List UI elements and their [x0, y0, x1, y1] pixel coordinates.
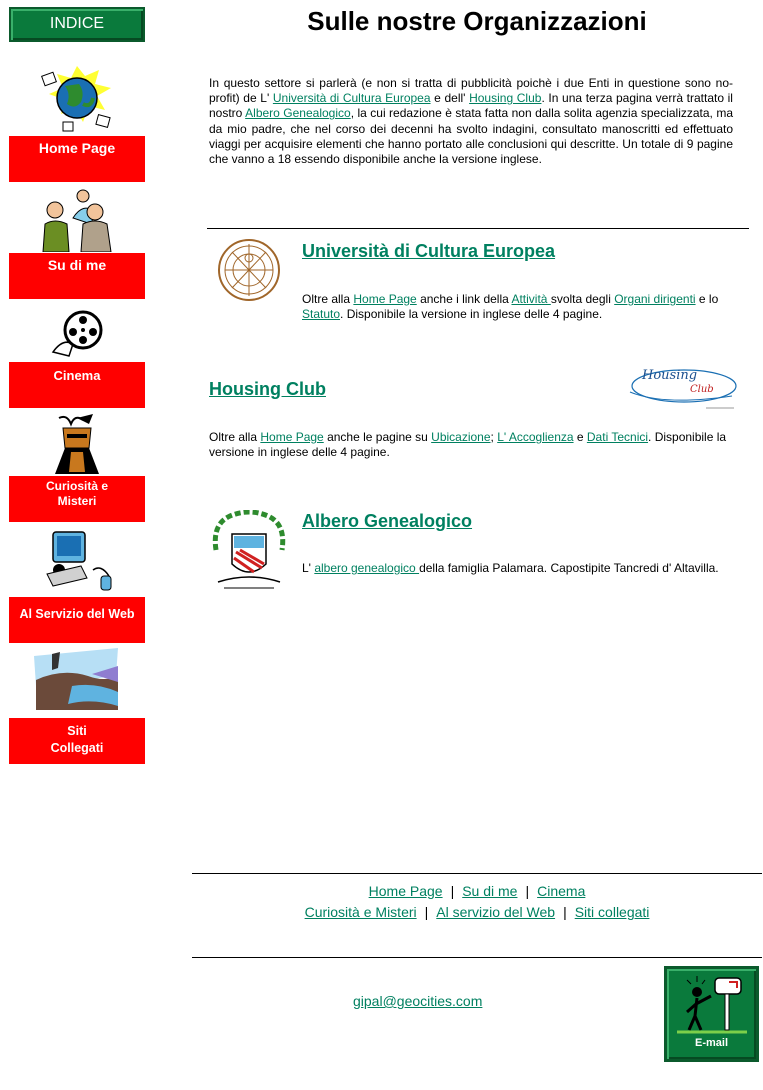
indice-button[interactable]: INDICE — [9, 7, 145, 42]
footer-separator: | — [424, 904, 429, 920]
nav-su-di-me-label: Su di me — [47, 257, 107, 273]
intro-text-3: . In una terza pagina verrà trattato il … — [209, 91, 733, 121]
housing-logo-text-1: Housing — [642, 368, 698, 383]
email-button-label: E-mail — [694, 1037, 728, 1049]
universita-text-3: svolta degli — [550, 292, 615, 306]
intro-text-2: e dell' — [430, 91, 470, 106]
housing-link-home-page[interactable]: Home Page — [260, 430, 324, 444]
housing-logo-text-2: Club — [690, 384, 714, 395]
albero-link-albero-genealogico[interactable]: albero genealogico — [314, 561, 420, 575]
footer-nav-row-2: Curiosità e Misteri | Al servizio del Web |… — [192, 904, 762, 920]
nav-siti-label-line2: Collegati — [50, 741, 104, 755]
universita-link-statuto[interactable]: Statuto — [302, 307, 341, 322]
divider-top — [207, 228, 749, 229]
footer-link-su-di-me[interactable]: Su di me — [462, 883, 518, 899]
computer-icon[interactable] — [9, 530, 145, 592]
footer-link-cinema[interactable]: Cinema — [537, 883, 586, 899]
universita-link-home-page[interactable]: Home Page — [353, 292, 417, 306]
email-button[interactable]: E-mail — [664, 966, 759, 1062]
nav-cinema[interactable]: Cinema — [9, 362, 145, 408]
housing-text-5: . Disponibile la versione in inglese del… — [209, 430, 727, 460]
nav-al-servizio-label: Al Servizio del Web — [19, 607, 135, 621]
universita-text-4: e lo — [695, 292, 719, 306]
universita-title-link[interactable]: Università di Cultura Europea — [302, 241, 556, 261]
intro-link-housing-club[interactable]: Housing Club — [469, 91, 542, 106]
universita-text-1: Oltre alla — [302, 292, 354, 306]
landscape-icon[interactable] — [9, 646, 145, 714]
footer-link-home-page[interactable]: Home Page — [368, 883, 443, 899]
footer-link-curiosita-e-misteri[interactable]: Curiosità e Misteri — [304, 904, 417, 920]
housing-text-3: ; — [490, 430, 498, 444]
nav-siti-label-line1: Siti — [67, 724, 87, 738]
nav-al-servizio-del-web[interactable]: Al Servizio del Web — [9, 597, 145, 643]
universita-text-5: . Disponibile la versione in inglese del… — [340, 307, 603, 322]
housing-club-logo: Housing Club — [624, 362, 740, 414]
footer-nav-row-1: Home Page | Su di me | Cinema — [192, 883, 762, 899]
globe-icon[interactable] — [9, 64, 145, 136]
albero-text-2: della famiglia Palamara. Capostipite Tan… — [419, 561, 719, 575]
housing-link-dati-tecnici[interactable]: Dati Tecnici — [586, 430, 649, 444]
footer-separator: | — [525, 883, 530, 899]
nav-curiosita-label-line2: Misteri — [57, 494, 97, 508]
housing-club-title-link[interactable]: Housing Club — [209, 379, 326, 399]
intro-link-universita[interactable]: Università di Cultura Europea — [272, 91, 431, 106]
page-title: Sulle nostre Organizzazioni — [307, 6, 647, 36]
universita-link-organi-dirigenti[interactable]: Organi dirigenti — [614, 292, 696, 306]
nav-cinema-label: Cinema — [53, 368, 101, 383]
footer-separator: | — [563, 904, 567, 920]
albero-description: L' albero genealogico della famiglia Pal… — [302, 561, 738, 576]
universita-text-2: anche i link della — [416, 292, 512, 306]
universita-link-attivita[interactable]: Attività — [511, 292, 551, 306]
footer-link-al-servizio-del-web[interactable]: Al servizio del Web — [436, 904, 556, 920]
housing-text-2: anche le pagine su — [323, 430, 432, 444]
housing-club-description: Oltre alla Home Page anche le pagine su … — [209, 430, 739, 460]
intro-text-4: , la cui redazione è stata fatta non dal… — [209, 106, 734, 167]
intro-text-1: In questo settore si parlerà (e non si t… — [209, 76, 733, 106]
mailbox-icon — [677, 976, 747, 1034]
albero-title-link[interactable]: Albero Genealogico — [302, 511, 473, 531]
nav-home-page[interactable]: Home Page — [9, 136, 145, 182]
pharaoh-icon[interactable] — [9, 412, 145, 474]
divider-footer-bottom — [192, 957, 762, 958]
universita-seal-icon — [216, 238, 282, 302]
housing-text-1: Oltre alla — [209, 430, 261, 444]
nav-home-page-label: Home Page — [38, 140, 116, 156]
nav-siti-collegati[interactable]: Siti Collegati — [9, 718, 145, 764]
email-address-link[interactable]: gipal@geocities.com — [353, 993, 483, 1009]
nav-curiosita-e-misteri[interactable]: Curiosità e Misteri — [9, 476, 145, 522]
housing-link-ubicazione[interactable]: Ubicazione — [431, 430, 491, 444]
indice-label: INDICE — [49, 15, 105, 32]
divider-footer-top — [192, 873, 762, 874]
coat-of-arms-icon — [210, 509, 288, 594]
footer-link-siti-collegati[interactable]: Siti collegati — [574, 904, 650, 920]
nav-su-di-me[interactable]: Su di me — [9, 253, 145, 299]
footer-separator: | — [450, 883, 455, 899]
film-reel-icon[interactable] — [9, 306, 145, 358]
intro-paragraph: In questo settore si parlerà (e non si t… — [209, 76, 733, 167]
nav-curiosita-label-line1: Curiosità e — [45, 479, 108, 493]
albero-text-1: L' — [302, 561, 315, 575]
family-icon[interactable] — [9, 182, 145, 252]
housing-link-accoglienza[interactable]: L' Accoglienza — [497, 430, 574, 444]
intro-link-albero[interactable]: Albero Genealogico — [245, 106, 351, 121]
universita-description: Oltre alla Home Page anche i link della … — [302, 292, 738, 322]
housing-text-4: e — [573, 430, 587, 444]
